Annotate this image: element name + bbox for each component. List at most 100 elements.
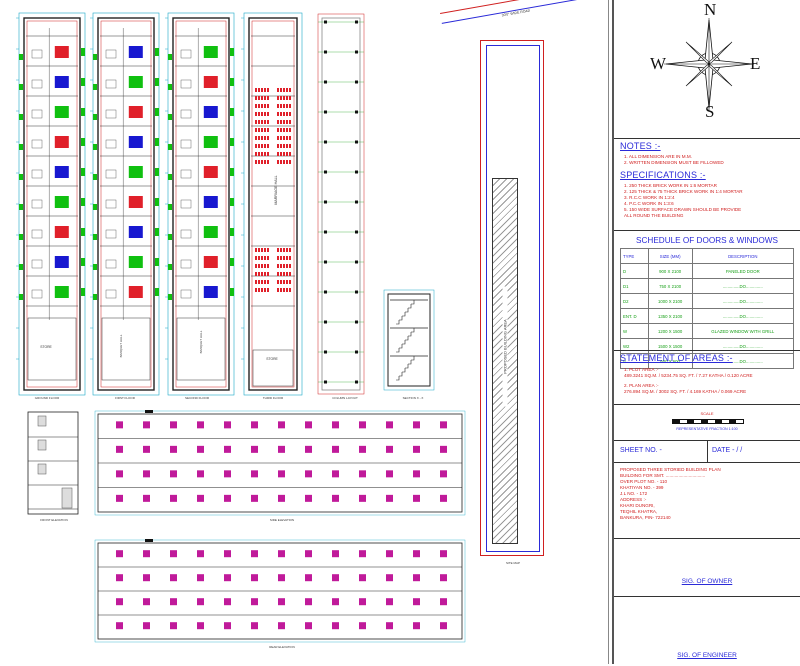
stair-step — [396, 348, 400, 353]
seat — [286, 256, 288, 260]
window-green — [168, 294, 172, 300]
room-fill — [203, 196, 218, 208]
seat — [255, 128, 257, 132]
elevation-window — [440, 494, 447, 502]
elevation-window — [170, 421, 177, 429]
column-post — [355, 140, 358, 144]
table-header: DESCRIPTION — [691, 248, 795, 264]
project-line: ADDRESS :- — [620, 497, 647, 502]
elevation-window — [170, 550, 177, 558]
seat — [283, 96, 285, 100]
table-cell: D2 — [620, 293, 649, 309]
marriage-hall-label: MARRIAGE HALL — [274, 175, 278, 205]
seat — [267, 280, 269, 284]
furniture — [105, 169, 117, 179]
plan-outline — [248, 17, 298, 391]
elevation-window — [224, 622, 231, 630]
seat — [280, 88, 282, 92]
room-fill — [54, 106, 69, 118]
elevation-window — [359, 598, 366, 606]
seat — [289, 128, 291, 132]
table-cell: GLAZED WINDOW WITH GRILL — [691, 323, 795, 339]
spec-item: 4. P.C.C WORK IN 1:3:6 — [624, 201, 674, 206]
seat — [286, 272, 288, 276]
spec-item: 3. R.C.C WORK IN 1:2:4 — [624, 195, 675, 200]
seat — [289, 152, 291, 156]
elevation-window — [143, 494, 150, 502]
elevation-window — [413, 445, 420, 453]
elevation-window — [143, 421, 150, 429]
compass-west: W — [650, 54, 667, 73]
seat — [277, 160, 279, 164]
seat — [280, 96, 282, 100]
stair-step — [411, 300, 415, 305]
column-post — [355, 290, 358, 294]
seat — [258, 248, 260, 252]
room-fill — [128, 106, 143, 118]
window-green — [230, 198, 234, 206]
seat — [261, 120, 263, 124]
elevation-window — [116, 574, 123, 582]
window-green — [93, 204, 97, 210]
seat — [283, 112, 285, 116]
seat — [255, 152, 257, 156]
table-cell: 1200 X 1500 — [647, 323, 693, 339]
area-item: 1. PLOT AREA :- — [624, 367, 659, 372]
first-floor-label: FIRST FLOOR — [115, 396, 135, 400]
column-post — [355, 110, 358, 114]
elevation-window — [251, 550, 258, 558]
furniture — [31, 169, 43, 179]
elevation-window — [37, 415, 47, 427]
table-cell: ENT. D — [620, 308, 649, 324]
sheet-no: SHEET NO. - — [620, 447, 662, 454]
seat — [280, 288, 282, 292]
seat — [289, 272, 291, 276]
elevation-window — [37, 439, 47, 451]
elevation-window — [197, 445, 204, 453]
elevation-window — [386, 574, 393, 582]
banquet-hall-label-2: BANQUET HALL — [199, 330, 203, 354]
seat — [283, 88, 285, 92]
seat — [277, 120, 279, 124]
seat — [277, 104, 279, 108]
window-green — [155, 288, 159, 296]
furniture — [105, 289, 117, 299]
window-green — [19, 114, 23, 120]
window-green — [81, 48, 85, 56]
seat — [289, 88, 291, 92]
seat — [283, 280, 285, 284]
seat — [255, 280, 257, 284]
seat — [283, 120, 285, 124]
column-post — [355, 200, 358, 204]
elevation-window — [332, 470, 339, 478]
seat — [277, 96, 279, 100]
seat — [258, 272, 260, 276]
table-cell: 1000 X 2100 — [647, 293, 693, 309]
room-fill — [54, 136, 69, 148]
seat — [283, 104, 285, 108]
elevation-window — [116, 550, 123, 558]
window-green — [155, 198, 159, 206]
hall-room — [101, 317, 151, 381]
elevation-window — [116, 445, 123, 453]
plan-dimension-frame — [92, 12, 160, 396]
seat — [264, 248, 266, 252]
column-post — [324, 170, 327, 174]
window-green — [19, 294, 23, 300]
elevation-window — [305, 574, 312, 582]
plan-outline — [23, 17, 81, 391]
seat — [277, 280, 279, 284]
room-fill — [128, 196, 143, 208]
elevation-window — [197, 598, 204, 606]
seat — [286, 152, 288, 156]
elevation-window — [116, 598, 123, 606]
seat — [277, 112, 279, 116]
seat — [261, 272, 263, 276]
seat — [286, 288, 288, 292]
furniture — [105, 139, 117, 149]
furniture — [31, 79, 43, 89]
spec-item: 5. 150 WIDE SURFACE DRAWN SHOULD BE PROV… — [624, 207, 742, 212]
